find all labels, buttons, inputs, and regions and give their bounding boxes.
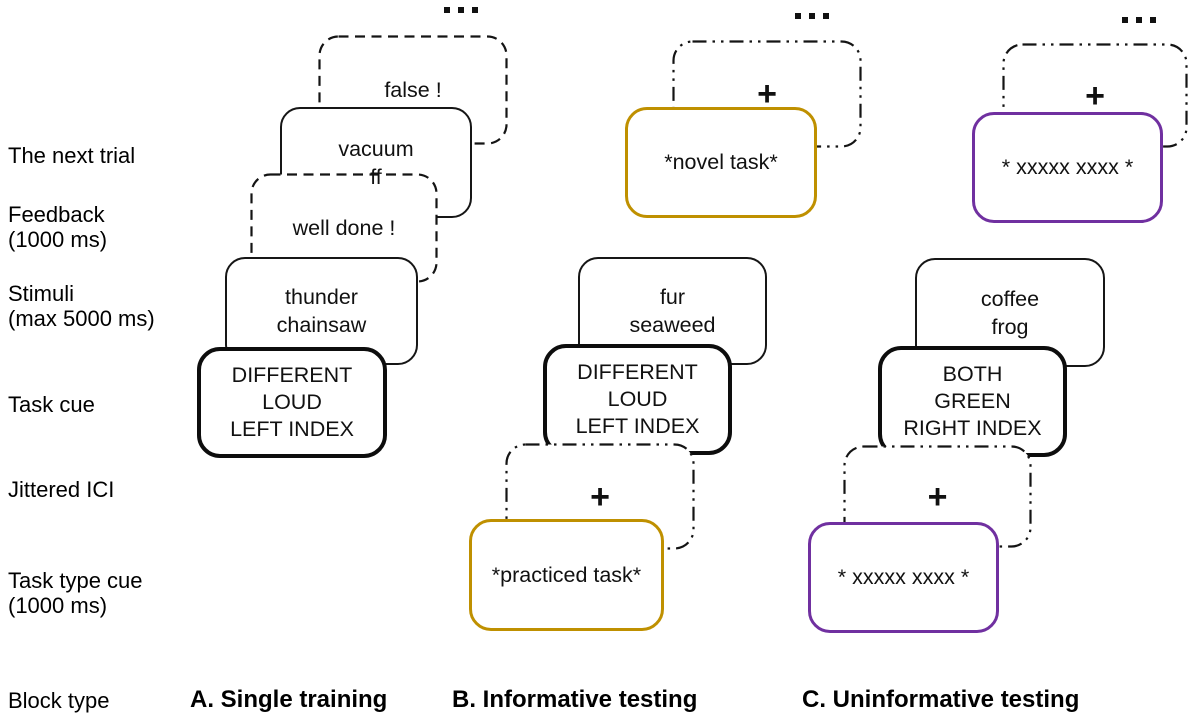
stimulus-word: fur bbox=[659, 285, 686, 309]
task-cue-line: LOUD bbox=[262, 390, 322, 414]
task-type-cue-text: * xxxxx xxxx * bbox=[1001, 155, 1134, 179]
stimulus-word: frog bbox=[991, 314, 1029, 339]
row-label-task-cue: Task cue bbox=[8, 392, 95, 417]
task-cue-line: RIGHT INDEX bbox=[903, 416, 1042, 440]
task-type-cue-text: *novel task* bbox=[664, 150, 778, 174]
block-label-c: C. Uninformative testing bbox=[802, 686, 1080, 713]
card-c-task-type-cue: * xxxxx xxxx * bbox=[808, 522, 999, 633]
block-label-b: B. Informative testing bbox=[452, 686, 698, 713]
row-label-feedback: Feedback (1000 ms) bbox=[8, 202, 107, 252]
stimulus-word: vacuum bbox=[338, 136, 414, 161]
ellipsis-icon bbox=[444, 7, 478, 13]
feedback-text: well done ! bbox=[292, 215, 396, 240]
card-b-task-cue: DIFFERENT LOUD LEFT INDEX bbox=[543, 344, 732, 455]
task-cue-line: GREEN bbox=[934, 389, 1011, 413]
card-b-task-type-cue: *practiced task* bbox=[469, 519, 664, 631]
stimulus-word: thunder bbox=[285, 285, 358, 309]
row-label-line: Stimuli bbox=[8, 281, 75, 306]
row-label-line: (max 5000 ms) bbox=[8, 306, 155, 331]
row-label-line: Task type cue bbox=[8, 568, 143, 593]
task-type-cue-text: *practiced task* bbox=[491, 562, 642, 587]
row-label-line: Jittered ICI bbox=[8, 477, 115, 502]
card-c-task-cue: BOTH GREEN RIGHT INDEX bbox=[878, 346, 1067, 457]
row-label-block-type: Block type bbox=[8, 688, 110, 713]
fixation-cross: + bbox=[757, 75, 777, 113]
task-cue-line: DIFFERENT bbox=[577, 360, 698, 384]
card-a-task-cue: DIFFERENT LOUD LEFT INDEX bbox=[197, 347, 387, 458]
row-label-jittered-ici: Jittered ICI bbox=[8, 477, 114, 502]
task-cue-line: LEFT INDEX bbox=[575, 414, 700, 438]
row-label-next-trial: The next trial bbox=[8, 143, 135, 168]
card-c-next-task-type-cue: * xxxxx xxxx * bbox=[972, 112, 1163, 223]
stimulus-word-partial: ff bbox=[370, 164, 382, 189]
stimulus-word: seaweed bbox=[629, 313, 716, 337]
stimulus-word: coffee bbox=[980, 286, 1040, 311]
stimulus-word: chainsaw bbox=[276, 313, 367, 337]
task-cue-line: DIFFERENT bbox=[231, 363, 353, 387]
task-cue-line: LOUD bbox=[607, 387, 668, 411]
row-label-task-type-cue: Task type cue (1000 ms) bbox=[8, 568, 143, 618]
task-type-cue-text: * xxxxx xxxx * bbox=[837, 565, 970, 589]
row-label-line: The next trial bbox=[8, 143, 136, 168]
fixation-cross: + bbox=[1085, 76, 1105, 115]
row-label-line: (1000 ms) bbox=[8, 227, 108, 252]
fixation-cross: + bbox=[927, 477, 948, 516]
task-cue-line: BOTH bbox=[942, 362, 1003, 386]
row-label-line: Feedback bbox=[8, 202, 105, 227]
fixation-cross: + bbox=[590, 477, 610, 516]
card-b-next-task-type-cue: *novel task* bbox=[625, 107, 817, 218]
row-label-line: Task cue bbox=[8, 392, 95, 417]
row-label-stimuli: Stimuli (max 5000 ms) bbox=[8, 281, 155, 331]
feedback-text: false ! bbox=[384, 77, 442, 102]
row-label-line: (1000 ms) bbox=[8, 593, 108, 618]
ellipsis-icon bbox=[795, 13, 829, 19]
card-a-feedback: well done ! bbox=[250, 173, 438, 283]
row-label-line: Block type bbox=[8, 688, 110, 713]
block-label-a: A. Single training bbox=[190, 686, 388, 713]
task-cue-line: LEFT INDEX bbox=[230, 417, 354, 441]
ellipsis-icon bbox=[1122, 17, 1156, 23]
